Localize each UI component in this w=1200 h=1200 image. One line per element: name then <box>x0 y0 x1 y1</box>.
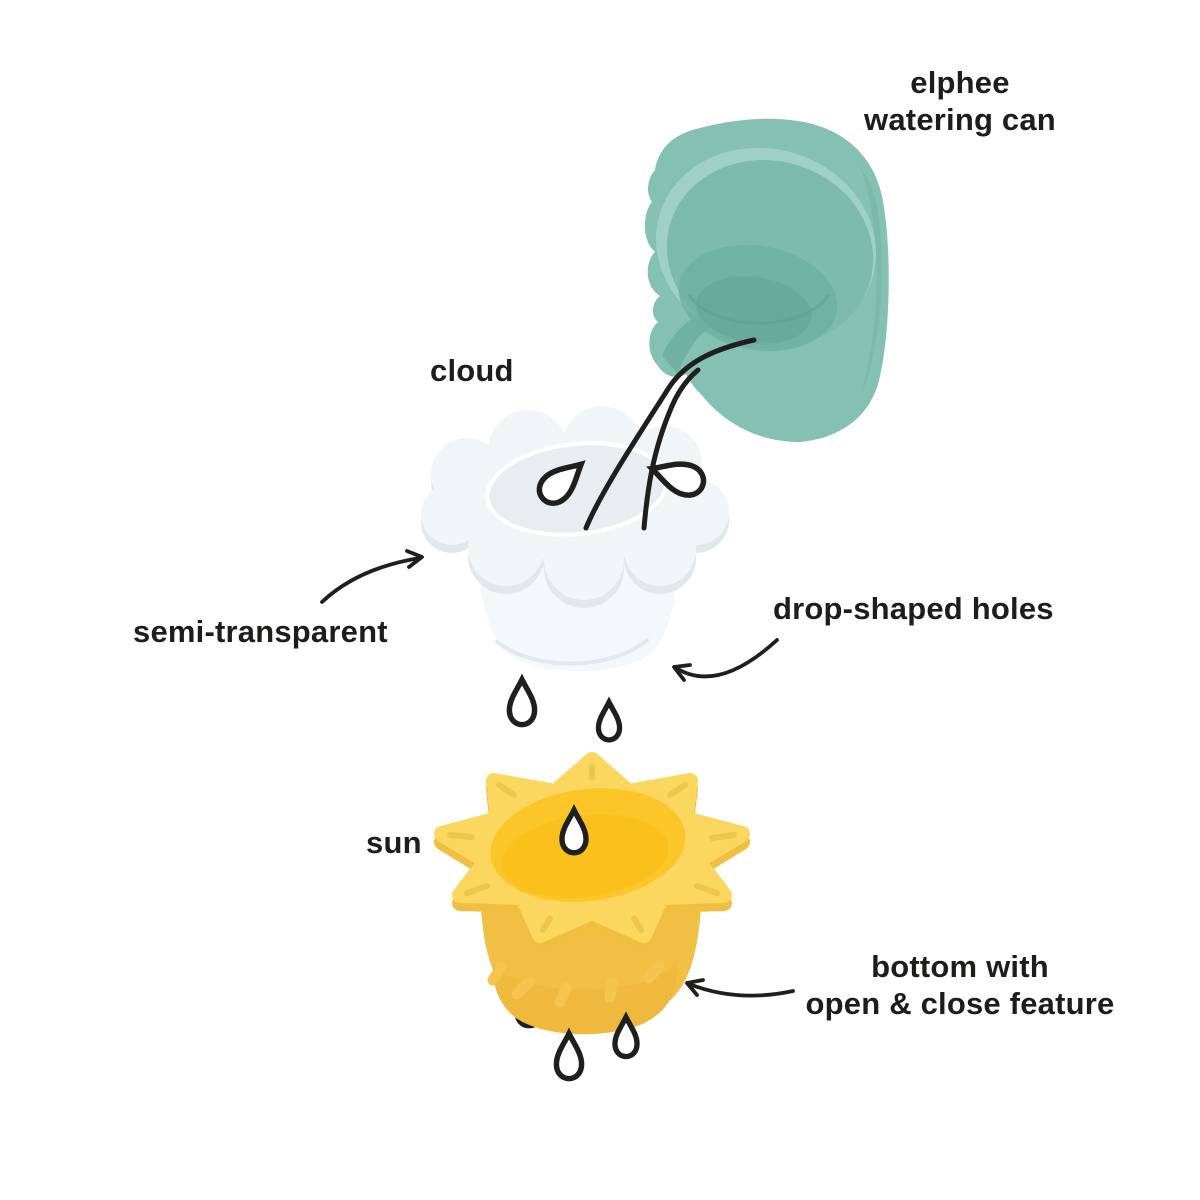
sun-label: sun <box>366 825 422 860</box>
sun-cap-tabs <box>487 960 665 1008</box>
arrow-bottom-feature <box>685 978 795 998</box>
cloud-cup <box>421 406 729 672</box>
bottom-feature-label: bottom with open & close feature <box>795 948 1125 1022</box>
bottom-feature-label-line2: open & close feature <box>805 986 1115 1021</box>
watering-can-right-shadow <box>858 162 882 397</box>
drop-under-cloud-right <box>598 702 619 740</box>
arrow-drop-shaped-holes <box>672 638 779 682</box>
watering-can-floor <box>696 276 812 344</box>
drop-under-cloud-left <box>509 680 534 725</box>
sun-cup-bottom-cap <box>492 963 677 1035</box>
watering-can <box>644 118 889 443</box>
watering-can-floor-crease <box>688 294 830 325</box>
cloud-cup-bottom-ring <box>495 638 649 666</box>
drop-under-sun-left <box>556 1034 581 1079</box>
sun-cup <box>434 752 750 1035</box>
water-stream-right <box>641 367 701 531</box>
water-stream-left <box>583 337 757 531</box>
cloud-label: cloud <box>430 353 514 388</box>
arrowhead <box>405 549 424 569</box>
bottom-feature-label-line1: bottom with <box>871 949 1049 984</box>
sun-cup-inner-shade <box>501 814 669 898</box>
watering-can-label: elphee watering can <box>800 64 1120 138</box>
annotation-arrows <box>320 549 795 998</box>
arrowhead <box>685 978 705 997</box>
sun-ray-ridges <box>447 763 737 933</box>
semi-transparent-label: semi-transparent <box>133 614 388 649</box>
watering-can-label-line1: elphee <box>910 65 1010 100</box>
watering-can-label-line2: watering can <box>864 102 1056 137</box>
arrow-semi-transparent <box>320 549 424 604</box>
drop-shaped-holes-label: drop-shaped holes <box>773 591 1054 626</box>
arrowhead <box>672 663 692 682</box>
water-streams <box>583 337 757 531</box>
